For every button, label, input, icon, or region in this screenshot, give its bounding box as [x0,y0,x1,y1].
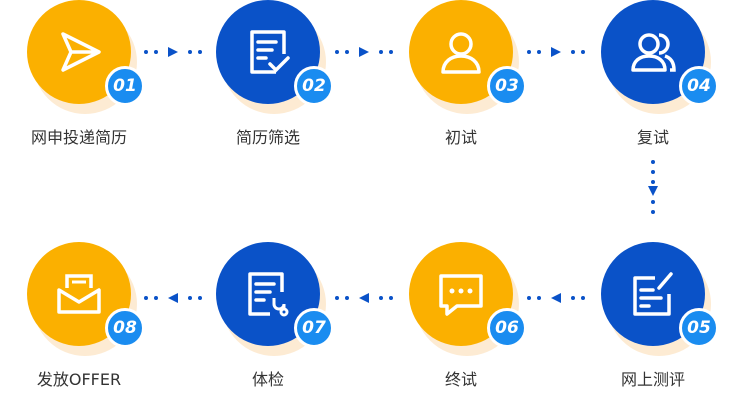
document-check-icon [250,30,290,74]
connector-arrow-left [144,293,202,303]
step-number-badge: 04 [679,66,719,106]
step-04: 04 [601,0,719,114]
connector-arrow-right [527,47,585,57]
step-label: 发放OFFER [36,370,122,389]
connector-arrow-left [527,293,585,303]
step-number-badge: 08 [105,308,145,348]
step-08: 08 [27,242,145,356]
connector-arrow-left [335,293,393,303]
send-icon [61,32,101,72]
step-number-badge: 05 [679,308,719,348]
users-icon [631,33,676,72]
step-number-badge: 01 [105,66,145,106]
step-label: 网上测评 [620,370,685,389]
step-01: 01 [27,0,145,114]
connector-arrow-right [144,47,202,57]
step-06: 06 [409,242,527,356]
connector-arrow-down [648,160,658,214]
medical-report-icon [248,272,289,317]
step-number-badge: 03 [487,66,527,106]
step-label: 网申投递简历 [30,128,127,147]
step-02: 02 [216,0,334,114]
step-07: 07 [216,242,334,356]
step-label: 初试 [444,128,477,147]
connector-arrow-right [335,47,393,57]
step-05: 05 [601,242,719,356]
step-label: 体检 [251,370,284,389]
step-label: 复试 [636,128,669,147]
step-label: 终试 [444,370,477,389]
mail-icon [57,274,101,314]
step-03: 03 [409,0,527,114]
chat-icon [439,274,483,316]
edit-icon [633,272,673,316]
step-number-badge: 02 [294,66,334,106]
step-number-badge: 07 [294,308,334,348]
step-label: 简历筛选 [235,128,300,147]
step-number-badge: 06 [487,308,527,348]
user-icon [441,32,481,74]
